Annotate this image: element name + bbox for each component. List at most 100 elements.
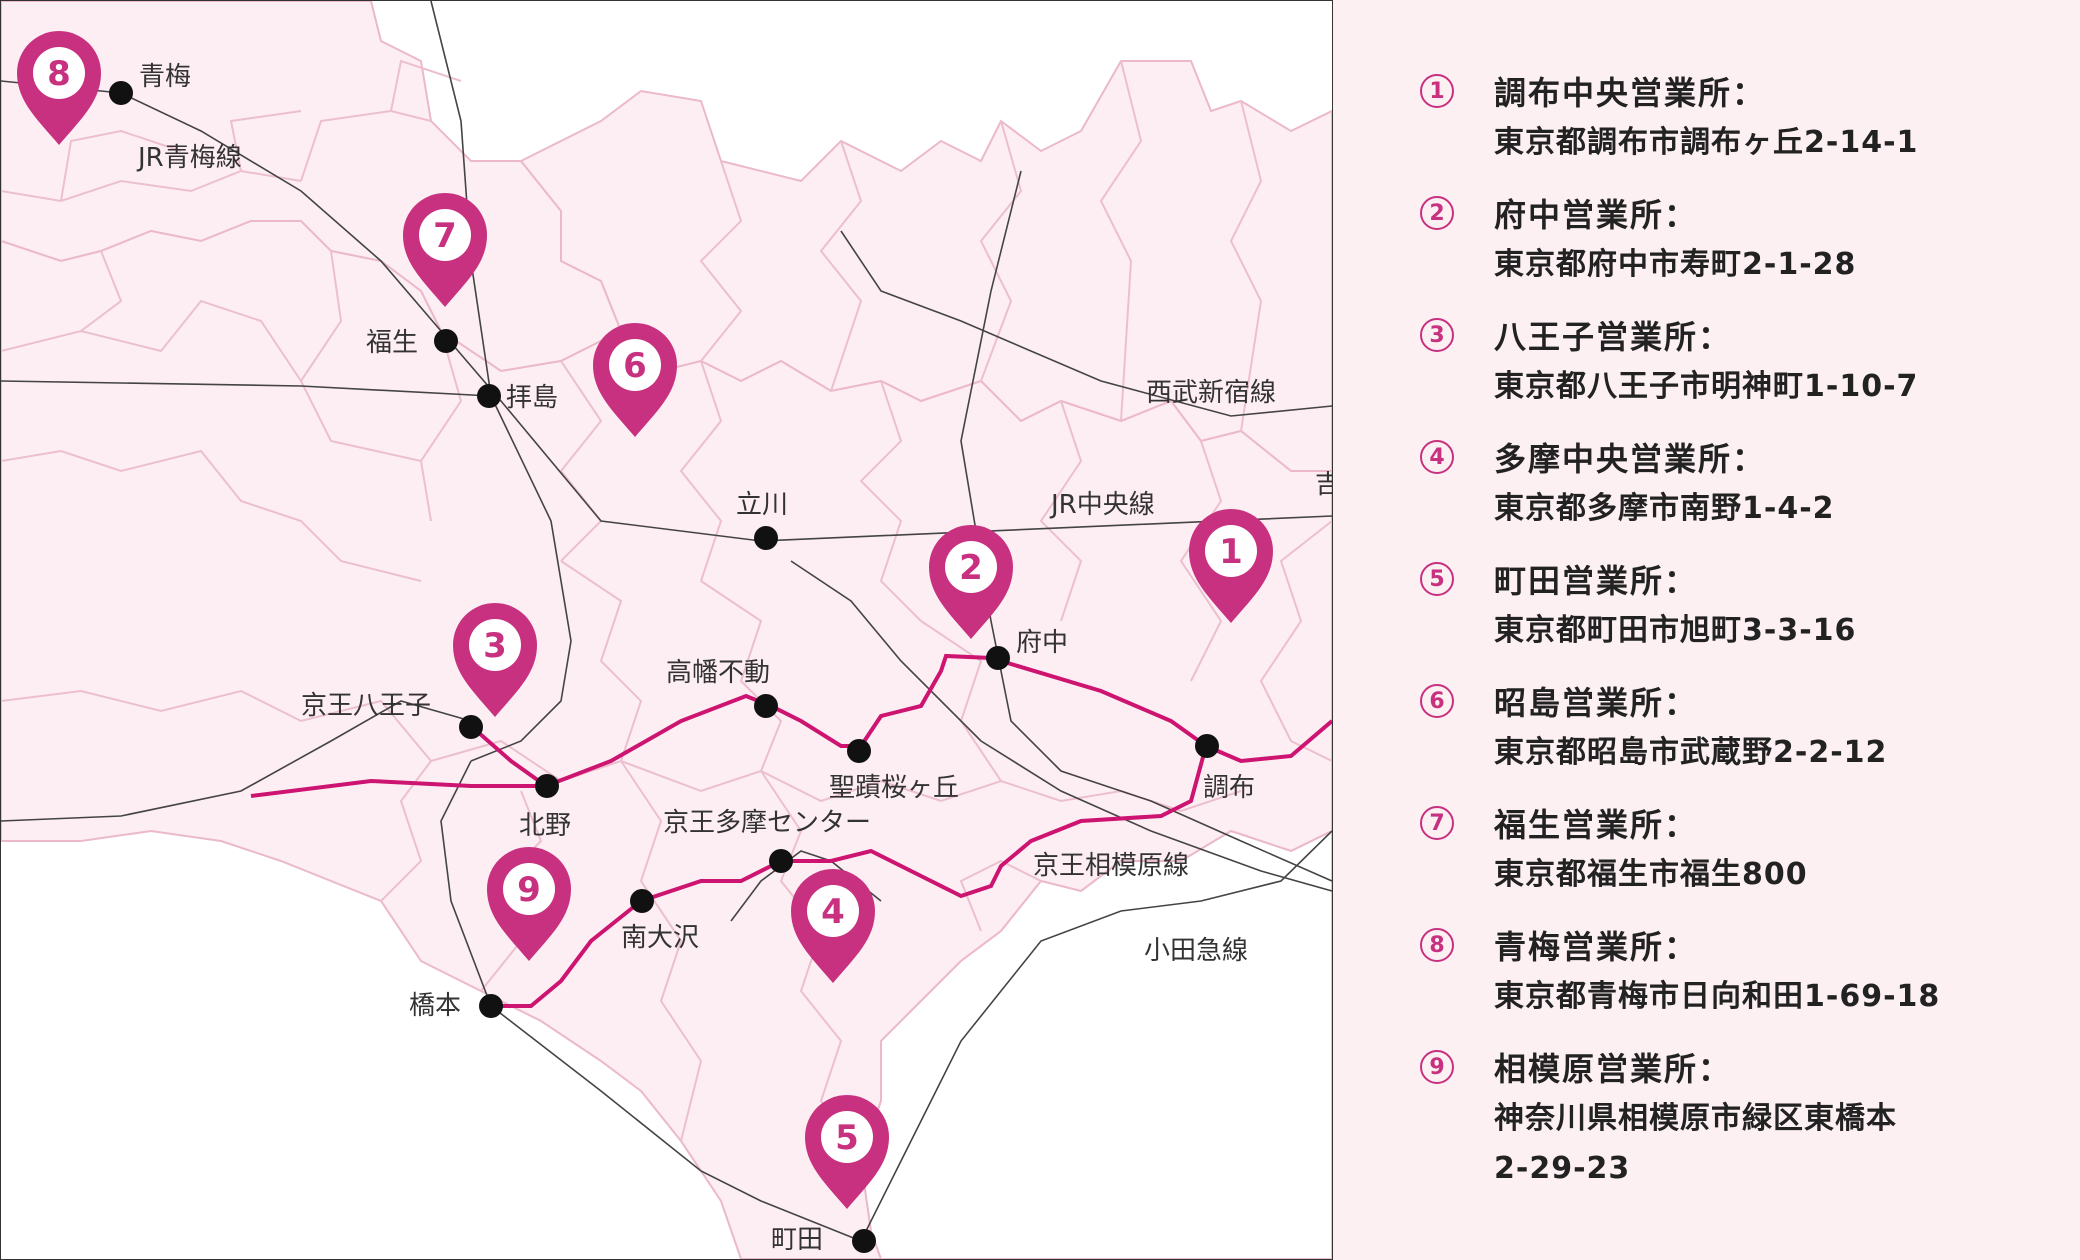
station-label-haijima: 拝島 xyxy=(506,383,558,413)
rail-jr-oume xyxy=(1,80,1332,542)
legend-number-3: 3 xyxy=(1420,318,1454,352)
legend-item-5[interactable]: 5 町田営業所： 東京都町田市旭町3-3-16 xyxy=(1420,556,2060,656)
rail-musashino xyxy=(790,560,1332,892)
legend-office-address: 東京都調布市調布ヶ丘2-14-1 xyxy=(1494,125,1919,160)
legend-item-4[interactable]: 4 多摩中央営業所： 東京都多摩市南野1-4-2 xyxy=(1420,434,2060,534)
office-pin-3[interactable]: 3 xyxy=(453,603,537,717)
station-label-fuchu: 府中 xyxy=(1016,628,1068,658)
office-pin-6[interactable]: 6 xyxy=(593,323,677,437)
office-pin-9-number: 9 xyxy=(517,870,541,910)
station-label-machida: 町田 xyxy=(771,1225,823,1255)
legend-office-name: 青梅営業所： xyxy=(1494,928,1699,966)
office-pin-8[interactable]: 8 xyxy=(17,31,101,145)
legend-item-1[interactable]: 1 調布中央営業所： 東京都調布市調布ヶ丘2-14-1 xyxy=(1420,68,2060,168)
station-label-takahatafudo: 高幡不動 xyxy=(666,658,770,688)
station-label-chofu: 調布 xyxy=(1203,773,1255,803)
legend-office-address-line2: 2-29-23 xyxy=(1494,1151,1631,1186)
legend-office-address: 東京都青梅市日向和田1-69-18 xyxy=(1494,979,1941,1014)
line-label-jr-chuo: JR中央線 xyxy=(1049,490,1155,520)
station-label-fussa: 福生 xyxy=(366,328,418,358)
rail-hachioji xyxy=(1,700,472,822)
keio-sagamihara-line xyxy=(491,745,1208,1008)
legend-item-7[interactable]: 7 福生営業所： 東京都福生市福生800 xyxy=(1420,800,2060,900)
legend-number-7: 7 xyxy=(1420,806,1454,840)
line-label-keio-sagamihara: 京王相模原線 xyxy=(1033,851,1189,881)
office-pin-7-number: 7 xyxy=(433,216,457,256)
office-legend: 1 調布中央営業所： 東京都調布市調布ヶ丘2-14-1 2 府中営業所： 東京都… xyxy=(1420,68,2060,1216)
map-panel[interactable]: 青梅 福生 拝島 立川 府中 調布 高幡不動 京王八王子 北野 聖蹟桜ヶ丘 京王… xyxy=(0,0,1333,1260)
office-pin-7[interactable]: 7 xyxy=(403,193,487,307)
keio-kitano-hachioji xyxy=(469,724,548,788)
district-borders xyxy=(1,59,1332,1162)
keio-main-line xyxy=(250,653,1332,798)
rail-yokohama xyxy=(490,1005,862,1242)
legend-office-address: 神奈川県相模原市緑区東橋本 xyxy=(1494,1101,1897,1136)
legend-item-3[interactable]: 3 八王子営業所： 東京都八王子市明神町1-10-7 xyxy=(1420,312,2060,412)
station-dot-haijima xyxy=(477,384,501,408)
station-dot-minami-osawa xyxy=(630,889,654,913)
station-dot-fuchu xyxy=(986,646,1010,670)
line-label-seibu-shinjuku: 西武新宿線 xyxy=(1146,378,1276,408)
station-dots xyxy=(109,81,1219,1253)
station-dot-kitano xyxy=(535,774,559,798)
station-dot-keio-tama xyxy=(769,849,793,873)
station-dot-hashimoto xyxy=(479,994,503,1018)
legend-item-8[interactable]: 8 青梅営業所： 東京都青梅市日向和田1-69-18 xyxy=(1420,922,2060,1022)
legend-office-address: 東京都昭島市武蔵野2-2-12 xyxy=(1494,735,1888,770)
legend-office-address: 東京都八王子市明神町1-10-7 xyxy=(1494,369,1919,404)
legend-office-address: 東京都多摩市南野1-4-2 xyxy=(1494,491,1835,526)
legend-number-8: 8 xyxy=(1420,928,1454,962)
line-labels: JR青梅線 西武新宿線 JR中央線 京王相模原線 小田急線 吉 xyxy=(136,143,1332,966)
legend-number-6: 6 xyxy=(1420,684,1454,718)
rail-seibu xyxy=(840,230,1332,417)
legend-number-1: 1 xyxy=(1420,74,1454,108)
legend-number-9: 9 xyxy=(1420,1050,1454,1084)
office-pin-2[interactable]: 2 xyxy=(929,525,1013,639)
office-pin-2-number: 2 xyxy=(959,548,983,588)
legend-number-2: 2 xyxy=(1420,196,1454,230)
office-pin-1-number: 1 xyxy=(1219,532,1243,572)
office-pin-3-number: 3 xyxy=(483,626,507,666)
station-label-keio-hachioji: 京王八王子 xyxy=(301,691,431,721)
station-dot-tachikawa xyxy=(754,526,778,550)
station-dot-machida xyxy=(852,1229,876,1253)
map-canvas: 青梅 福生 拝島 立川 府中 調布 高幡不動 京王八王子 北野 聖蹟桜ヶ丘 京王… xyxy=(1,1,1332,1259)
edge-fragment-text: 吉 xyxy=(1315,470,1332,500)
rail-odakyu xyxy=(860,830,1332,1242)
line-label-jr-oume: JR青梅線 xyxy=(136,143,242,173)
legend-office-name: 多摩中央営業所： xyxy=(1494,440,1767,478)
legend-office-name: 府中営業所： xyxy=(1494,196,1699,234)
station-dot-seiseki xyxy=(847,739,871,763)
office-pin-8-number: 8 xyxy=(47,54,71,94)
station-dot-fussa xyxy=(434,329,458,353)
legend-office-name: 調布中央営業所： xyxy=(1494,74,1767,112)
station-label-minami-osawa: 南大沢 xyxy=(621,923,699,953)
office-pin-5[interactable]: 5 xyxy=(805,1095,889,1209)
station-labels: 青梅 福生 拝島 立川 府中 調布 高幡不動 京王八王子 北野 聖蹟桜ヶ丘 京王… xyxy=(139,62,1255,1255)
area-regions xyxy=(1,1,1332,1259)
legend-item-2[interactable]: 2 府中営業所： 東京都府中市寿町2-1-28 xyxy=(1420,190,2060,290)
office-pin-1[interactable]: 1 xyxy=(1189,509,1273,623)
office-pin-4[interactable]: 4 xyxy=(791,869,875,983)
office-pin-9[interactable]: 9 xyxy=(487,847,571,961)
office-pin-4-number: 4 xyxy=(821,892,845,932)
legend-item-9[interactable]: 9 相模原営業所： 神奈川県相模原市緑区東橋本 2-29-23 xyxy=(1420,1044,2060,1194)
rail-north-south-1 xyxy=(430,1,572,762)
station-dot-keio-hachioji xyxy=(459,715,483,739)
keio-lines xyxy=(250,653,1332,1008)
rail-nambu xyxy=(960,170,1332,882)
station-dot-chofu xyxy=(1195,734,1219,758)
station-label-hashimoto: 橋本 xyxy=(409,991,461,1021)
legend-number-5: 5 xyxy=(1420,562,1454,596)
legend-number-4: 4 xyxy=(1420,440,1454,474)
rail-haijima-west xyxy=(1,380,492,397)
legend-office-name: 町田営業所： xyxy=(1494,562,1699,600)
rail-lines xyxy=(1,1,1332,1242)
station-dot-oume xyxy=(109,81,133,105)
legend-office-name: 相模原営業所： xyxy=(1494,1050,1733,1088)
legend-item-6[interactable]: 6 昭島営業所： 東京都昭島市武蔵野2-2-12 xyxy=(1420,678,2060,778)
office-pins[interactable]: 1 2 3 4 5 xyxy=(17,31,1273,1209)
legend-office-name: 八王子営業所： xyxy=(1494,318,1733,356)
legend-office-name: 福生営業所： xyxy=(1494,806,1699,844)
legend-office-address: 東京都町田市旭町3-3-16 xyxy=(1494,613,1857,648)
